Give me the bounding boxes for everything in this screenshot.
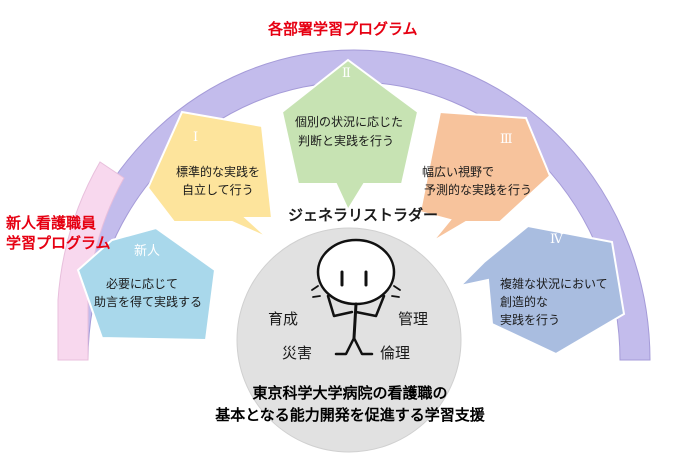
core-word-kanri: 管理 [398, 310, 429, 328]
stage-level1-shape [146, 110, 274, 239]
core-word-rinri: 倫理 [380, 344, 411, 362]
newcomer-program-title-line2: 学習プログラム [6, 234, 111, 252]
stage-level3-label: Ⅲ [500, 132, 513, 147]
core-circle [236, 227, 462, 453]
caption-block: 東京科学大学病院の看護職の 基本となる能力開発を促進する学習支援 [150, 382, 550, 426]
caption-line1: 東京科学大学病院の看護職の [252, 384, 448, 402]
stage-level2-shape [280, 58, 420, 213]
stage-level1-line1: 標準的な実践を [176, 165, 261, 179]
stage-level4-shape [456, 224, 626, 356]
stage-level4-line2: 創造的な [500, 295, 549, 309]
stage-level4-line3: 実践を行う [500, 313, 561, 327]
caption-line2: 基本となる能力開発を促進する学習支援 [215, 406, 485, 424]
generalist-ladder-label: ジェネラリストラダー [288, 206, 439, 224]
stage-level2-label: Ⅱ [342, 66, 351, 81]
stage-level1-label: Ⅰ [193, 130, 199, 145]
core-word-saigai: 災害 [282, 344, 313, 362]
stage-newcomer-line1: 必要に応じて [106, 277, 179, 291]
stage-level4-label: Ⅳ [550, 232, 563, 247]
stage-level3-line2: 予測的な実践を行う [424, 183, 533, 197]
stage-level1-line2: 自立して行う [182, 183, 254, 197]
stage-level2-line1: 個別の状況に応じた [295, 115, 404, 129]
department-program-title: 各部署学習プログラム [268, 20, 418, 38]
newcomer-program-title-line1: 新人看護職員 [6, 214, 97, 232]
stage-newcomer-label: 新人 [134, 244, 161, 259]
stage-level4-line1: 複雑な状況において [500, 277, 608, 291]
stage-level3-line1: 幅広い視野で [422, 165, 495, 179]
core-word-ikusei: 育成 [268, 310, 299, 328]
stage-level2-line2: 判断と実践を行う [298, 134, 395, 148]
stage-newcomer-line2: 助言を得て実践する [94, 295, 203, 309]
generalist-figure [311, 238, 401, 356]
stage-level3-shape [418, 110, 552, 243]
stage-newcomer-shape [76, 226, 217, 342]
